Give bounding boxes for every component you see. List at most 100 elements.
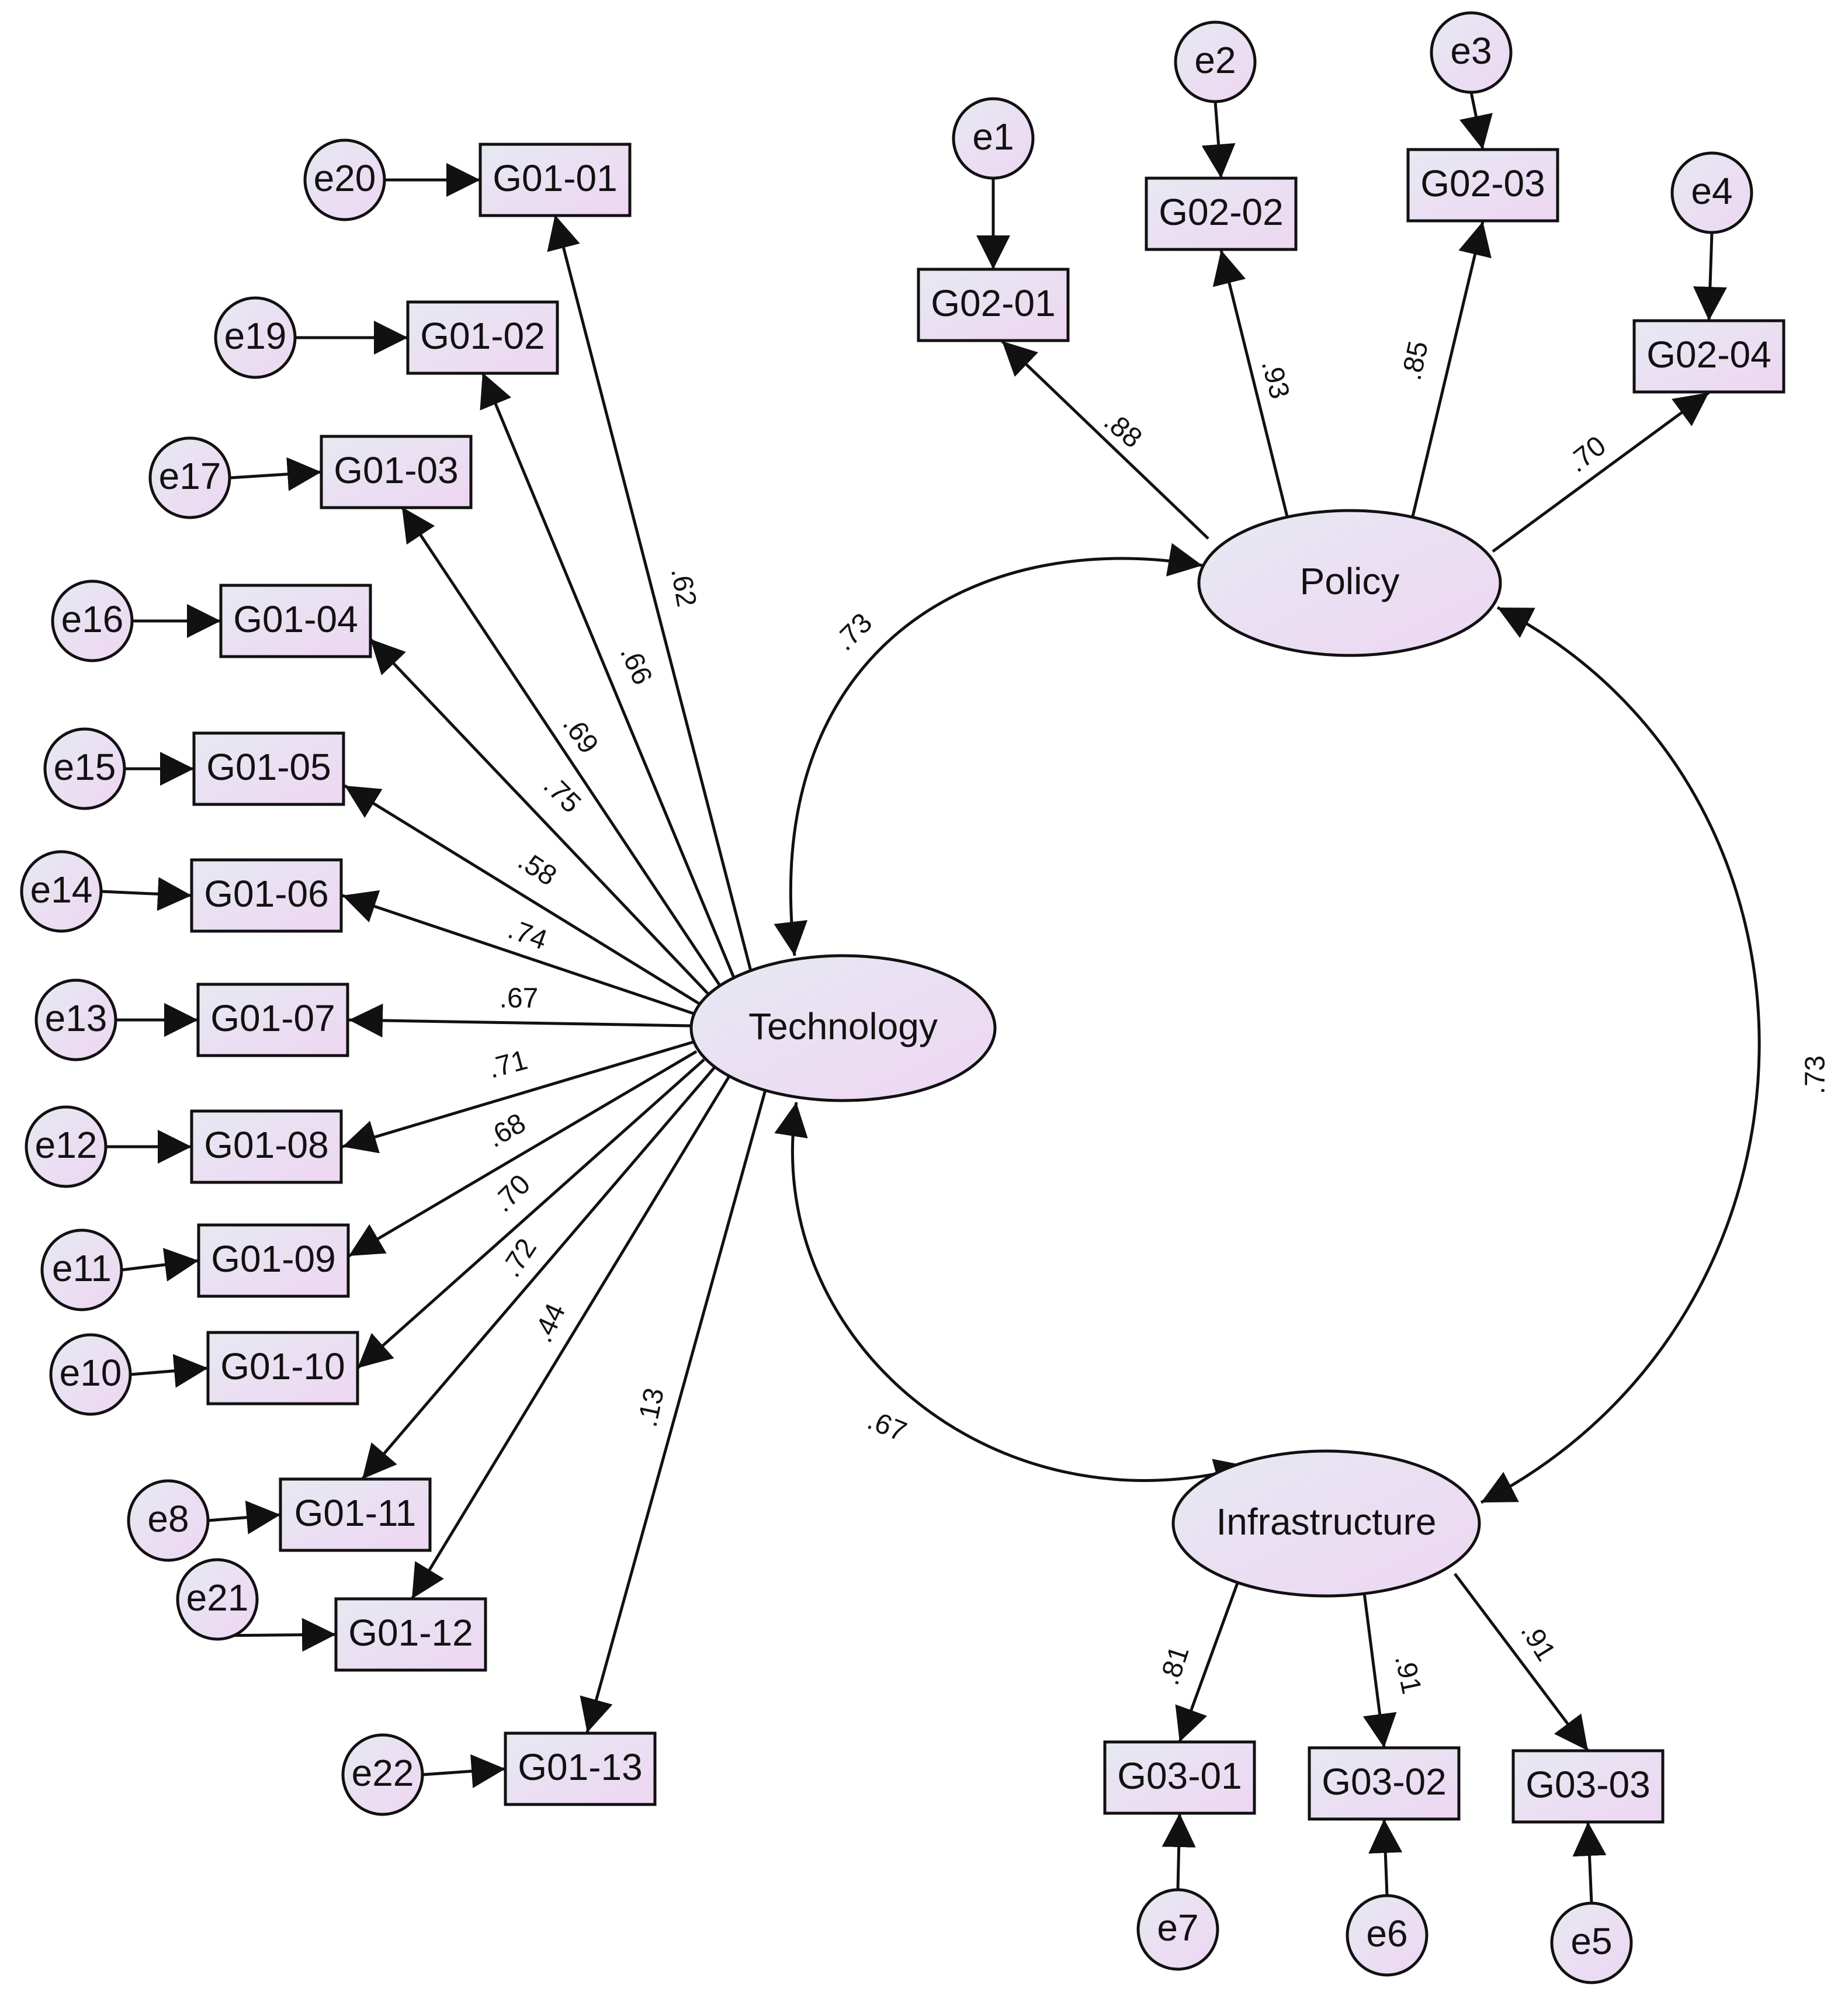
error-circle <box>40 1228 123 1311</box>
error-circle <box>952 97 1035 180</box>
loading-label-g01-08: .71 <box>485 1044 531 1084</box>
indicator-g01-11[interactable]: G01-11 <box>279 1477 432 1552</box>
error-term-e4[interactable]: e4 <box>1670 151 1753 234</box>
indicator-g02-04[interactable]: G02-04 <box>1632 319 1785 394</box>
indicator-g01-02[interactable]: G01-02 <box>406 300 559 375</box>
error-term-e12[interactable]: e12 <box>25 1105 108 1188</box>
indicator-box <box>190 1109 343 1184</box>
indicator-g02-01[interactable]: G02-01 <box>917 268 1070 342</box>
error-term-e11[interactable]: e11 <box>40 1228 123 1311</box>
error-term-e2[interactable]: e2 <box>1174 20 1257 103</box>
indicator-g01-09[interactable]: G01-09 <box>197 1223 350 1298</box>
indicator-box <box>192 731 345 806</box>
loading-arrow-g01-10 <box>356 1058 705 1369</box>
error-term-e15[interactable]: e15 <box>43 727 126 810</box>
error-circle <box>1174 20 1257 103</box>
indicator-label: G03-02 <box>1322 1761 1446 1803</box>
latent-policy[interactable]: Policy <box>1197 509 1502 657</box>
error-circle <box>303 138 386 221</box>
error-circle <box>20 850 103 933</box>
loading-arrow-g01-12 <box>410 1071 733 1600</box>
indicator-label: G01-09 <box>211 1238 335 1280</box>
indicator-g02-02[interactable]: G02-02 <box>1145 176 1298 251</box>
error-label: e14 <box>30 869 93 911</box>
indicator-g01-10[interactable]: G01-10 <box>206 1331 359 1405</box>
indicator-g01-13[interactable]: G01-13 <box>504 1731 657 1806</box>
error-term-e10[interactable]: e10 <box>49 1333 132 1416</box>
correlation-label-technology-policy: .73 <box>829 608 879 657</box>
error-term-e22[interactable]: e22 <box>341 1733 424 1816</box>
latent-technology[interactable]: Technology <box>689 954 997 1102</box>
error-term-e20[interactable]: e20 <box>303 138 386 221</box>
indicator-g01-06[interactable]: G01-06 <box>190 858 343 933</box>
latent-ellipse <box>689 954 997 1102</box>
error-label: e11 <box>52 1247 112 1289</box>
indicator-box <box>190 858 343 933</box>
indicator-label: G01-06 <box>204 873 328 915</box>
loading-label-g01-13: .13 <box>632 1385 670 1429</box>
indicator-box <box>406 300 559 375</box>
indicator-g03-03[interactable]: G03-03 <box>1511 1749 1665 1824</box>
indicator-label: G01-01 <box>493 157 617 199</box>
error-circle <box>51 579 134 662</box>
error-term-e17[interactable]: e17 <box>148 436 231 519</box>
loading-arrow-g01-01 <box>547 214 760 1001</box>
indicator-label: G01-04 <box>233 598 358 640</box>
indicator-g03-02[interactable]: G03-02 <box>1308 1746 1461 1821</box>
loading-arrow-g02-02 <box>1212 249 1289 517</box>
indicator-g01-04[interactable]: G01-04 <box>219 584 372 658</box>
indicator-g02-03[interactable]: G02-03 <box>1406 148 1559 223</box>
loading-label-g01-04: .75 <box>538 770 587 820</box>
correlation-arrow-technology-policy <box>774 543 1203 956</box>
indicator-g01-08[interactable]: G01-08 <box>190 1109 343 1184</box>
indicator-label: G01-11 <box>294 1492 417 1534</box>
indicator-label: G01-10 <box>220 1345 345 1387</box>
error-term-e14[interactable]: e14 <box>20 850 103 933</box>
indicator-label: G01-07 <box>210 997 335 1039</box>
loading-label-g02-03: .85 <box>1396 338 1434 383</box>
error-term-e8[interactable]: e8 <box>127 1479 210 1562</box>
loading-arrow-g03-01 <box>1175 1582 1239 1743</box>
error-term-e7[interactable]: e7 <box>1136 1888 1219 1971</box>
latent-label: Infrastructure <box>1216 1501 1436 1543</box>
error-label: e5 <box>1570 1920 1612 1962</box>
error-circle <box>176 1558 259 1641</box>
error-term-e1[interactable]: e1 <box>952 97 1035 180</box>
error-circle <box>1136 1888 1219 1971</box>
error-arrow-e2 <box>1201 101 1236 179</box>
loading-arrow-g03-03 <box>1454 1573 1589 1752</box>
indicator-g01-05[interactable]: G01-05 <box>192 731 345 806</box>
indicator-label: G03-01 <box>1117 1755 1242 1797</box>
loading-arrow-g01-09 <box>348 1050 698 1258</box>
error-label: e20 <box>314 157 376 199</box>
error-term-e19[interactable]: e19 <box>214 296 297 379</box>
error-arrow-e8 <box>207 1500 281 1535</box>
indicator-g01-03[interactable]: G01-03 <box>320 435 473 509</box>
latent-infrastructure[interactable]: Infrastructure <box>1171 1449 1481 1598</box>
indicator-g01-01[interactable]: G01-01 <box>479 143 632 217</box>
error-label: e17 <box>159 455 221 497</box>
edges-layer <box>100 92 1761 1904</box>
error-arrow-e14 <box>100 877 192 911</box>
indicator-g01-07[interactable]: G01-07 <box>196 983 349 1057</box>
correlation-label-technology-infrastructure: .67 <box>863 1404 911 1448</box>
error-term-e3[interactable]: e3 <box>1430 11 1513 94</box>
latent-label: Policy <box>1300 560 1400 602</box>
loading-arrow-g01-13 <box>580 1089 767 1733</box>
indicator-g03-01[interactable]: G03-01 <box>1103 1740 1256 1815</box>
error-term-e5[interactable]: e5 <box>1550 1901 1633 1984</box>
loading-arrow-g01-02 <box>480 372 745 1001</box>
indicator-g01-12[interactable]: G01-12 <box>334 1597 487 1672</box>
error-term-e16[interactable]: e16 <box>51 579 134 662</box>
error-term-e6[interactable]: e6 <box>1346 1894 1429 1977</box>
loading-arrow-g01-06 <box>342 890 696 1016</box>
error-label: e7 <box>1157 1907 1198 1949</box>
error-arrow-e11 <box>121 1248 199 1282</box>
indicator-label: G02-03 <box>1420 162 1545 204</box>
error-term-e13[interactable]: e13 <box>34 978 117 1061</box>
error-term-e21[interactable]: e21 <box>176 1558 259 1641</box>
indicator-box <box>1511 1749 1665 1824</box>
indicator-box <box>219 584 372 658</box>
error-arrow-e4 <box>1693 232 1727 321</box>
error-arrow-e22 <box>422 1754 506 1789</box>
